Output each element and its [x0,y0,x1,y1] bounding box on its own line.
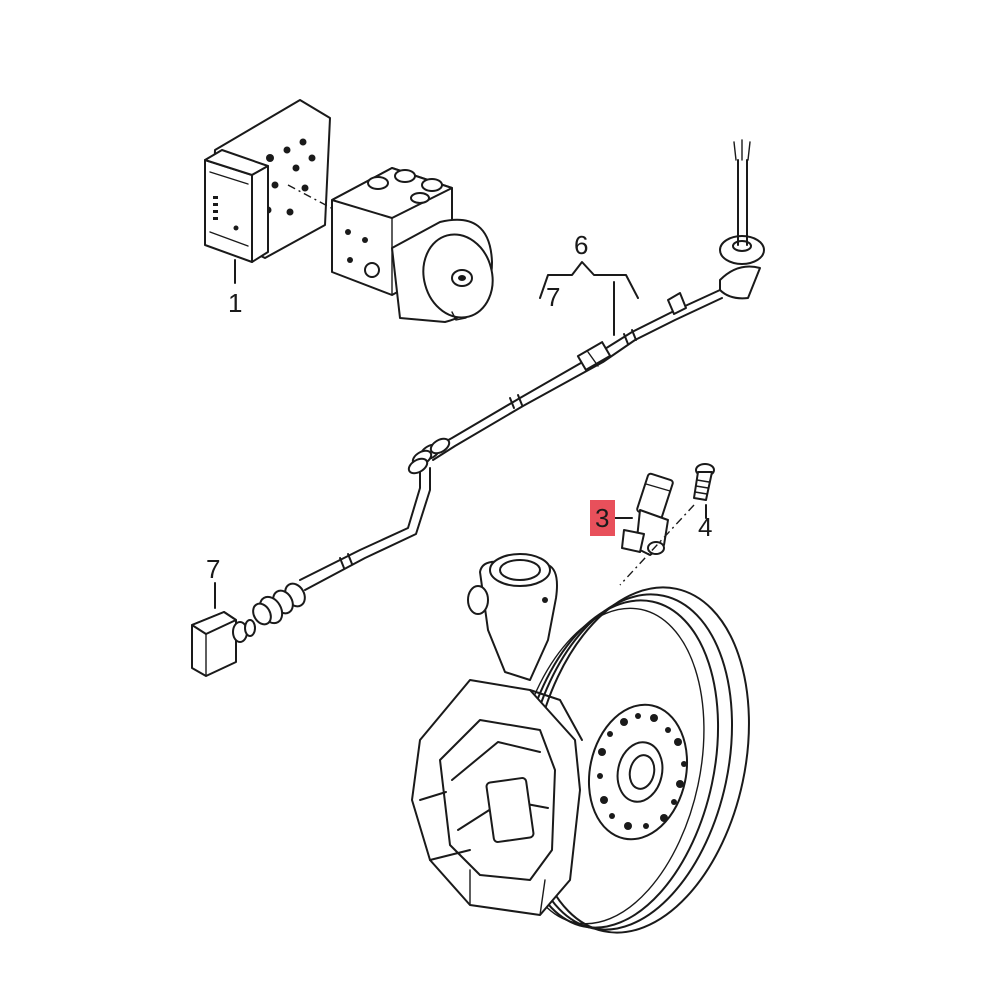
brake-caliper[interactable] [411,679,583,916]
callout-6-bracket [539,261,639,336]
steering-knuckle[interactable] [467,553,558,681]
harness-connector[interactable] [250,580,309,627]
sensor-bolt[interactable] [619,463,715,586]
abs-hydraulic-unit[interactable] [331,167,502,325]
callout-3[interactable]: 3 [595,503,609,533]
callout-1[interactable]: 1 [228,288,242,318]
callout-4[interactable]: 4 [698,512,712,542]
abs-control-module[interactable] [204,99,331,284]
callout-7-branch[interactable]: 7 [546,282,560,312]
sensor-wire-harness[interactable] [250,139,765,628]
callout-3-highlight-box [590,500,615,536]
callout-7-plug[interactable]: 7 [206,554,220,584]
callout-3-highlighted[interactable]: 3 [590,500,615,536]
wheel-speed-sensor[interactable] [614,472,674,556]
callout-6[interactable]: 6 [574,230,588,260]
plug-connector[interactable] [191,582,256,677]
